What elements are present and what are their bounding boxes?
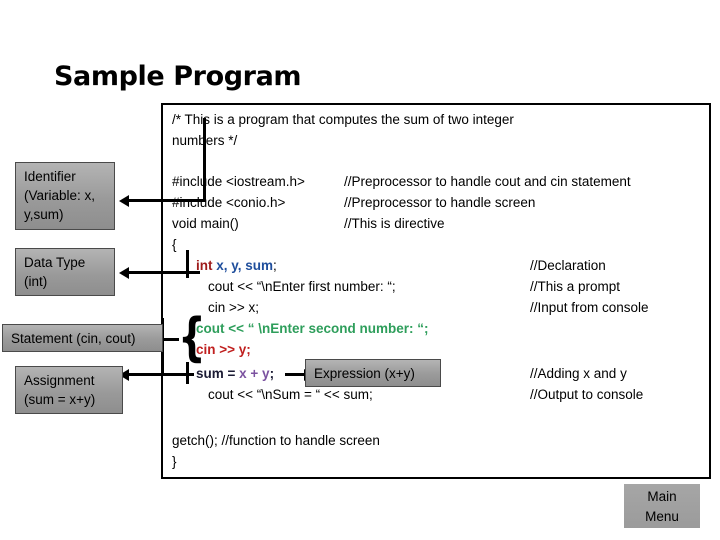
block-comment-line-1: /* This is a program that computes the s…	[172, 112, 514, 127]
callout-identifier[interactable]: Identifier (Variable: x, y,sum)	[15, 162, 115, 230]
page-title: Sample Program	[54, 61, 302, 92]
token-semicolon: ;	[273, 258, 277, 273]
identifier-connector-vertical	[203, 118, 206, 202]
code-panel: /* This is a program that computes the s…	[161, 103, 711, 479]
identifier-connector-arrow	[119, 194, 205, 207]
data-type-connector-vertical	[186, 250, 189, 278]
callout-assignment-line-2: (sum = x+y)	[24, 392, 96, 407]
code-line-cout-second: cout << “ \nEnter second number: “;	[196, 321, 429, 336]
callout-expression-label: Expression (x+y)	[314, 366, 415, 381]
token-sum-lhs: sum =	[196, 366, 240, 381]
code-line-cin-x: cin >> x;	[208, 300, 260, 315]
code-line-getch: getch(); //function to handle screen	[172, 433, 380, 448]
code-line-cin-y: cin >> y;	[196, 342, 251, 357]
code-line-cout-sum: cout << “\nSum = “ << sum;	[208, 387, 373, 402]
callout-identifier-line-1: Identifier	[24, 169, 76, 184]
comment-cout-first: //This a prompt	[530, 279, 621, 294]
callout-data-type-line-1: Data Type	[24, 255, 86, 270]
expression-connector-arrow	[285, 368, 314, 381]
callout-data-type[interactable]: Data Type (int)	[15, 248, 115, 296]
callout-assignment[interactable]: Assignment (sum = x+y)	[15, 366, 123, 414]
callout-identifier-line-3: y,sum)	[24, 207, 64, 222]
token-declared-vars: x, y, sum	[212, 258, 274, 273]
main-menu-button[interactable]: Main Menu	[624, 484, 700, 528]
code-line-cout-first: cout << “\nEnter first number: “;	[208, 279, 396, 294]
token-sum-semicolon: ;	[269, 366, 275, 381]
code-line-declaration: int x, y, sum;	[196, 259, 277, 273]
callout-statement[interactable]: Statement (cin, cout)	[2, 324, 163, 352]
token-int-keyword: int	[196, 258, 213, 273]
token-sum-expr: x + y	[239, 366, 270, 381]
code-line-close-brace: }	[172, 454, 177, 469]
comment-declaration: //Declaration	[530, 258, 606, 273]
comment-cout-sum: //Output to console	[530, 387, 644, 402]
main-menu-line-2: Menu	[645, 509, 679, 524]
main-menu-line-1: Main	[647, 489, 677, 504]
callout-assignment-line-1: Assignment	[24, 373, 95, 388]
statement-connector-stem	[161, 338, 179, 341]
comment-cin-x: //Input from console	[530, 300, 649, 315]
code-line-open-brace: {	[172, 237, 177, 252]
comment-include-iostream: //Preprocessor to handle cout and cin st…	[344, 174, 631, 189]
callout-expression[interactable]: Expression (x+y)	[305, 359, 441, 387]
comment-sum-assign: //Adding x and y	[530, 366, 627, 381]
callout-identifier-line-2: (Variable: x,	[24, 188, 96, 203]
comment-void-main: //This is directive	[344, 216, 445, 231]
statement-brace-icon: {	[178, 308, 206, 368]
code-line-sum-assign: sum = x + y;	[196, 367, 274, 381]
callout-data-type-line-2: (int)	[24, 274, 48, 289]
comment-include-conio: //Preprocessor to handle screen	[344, 195, 536, 210]
assignment-connector-arrow	[119, 368, 194, 381]
code-line-void-main: void main()	[172, 216, 239, 231]
code-line-include-iostream: #include <iostream.h>	[172, 174, 305, 189]
data-type-connector-arrow	[119, 266, 200, 279]
callout-statement-label: Statement (cin, cout)	[11, 331, 136, 346]
